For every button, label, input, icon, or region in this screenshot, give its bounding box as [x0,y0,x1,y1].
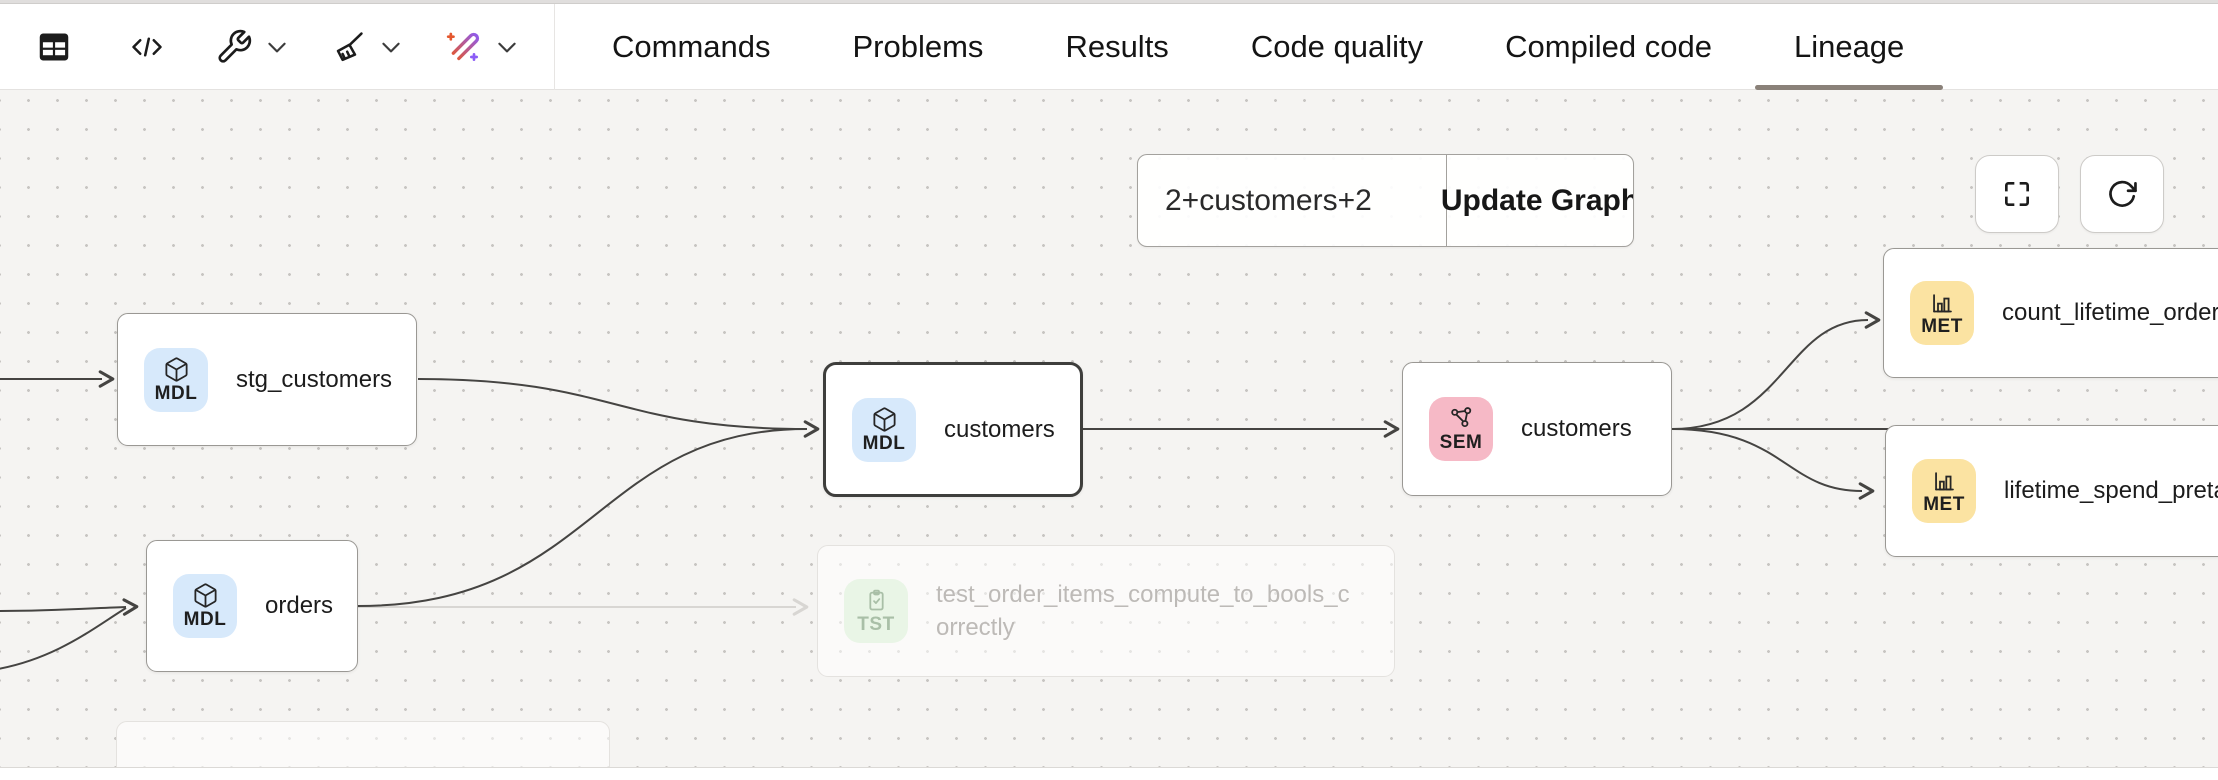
bar-chart-icon [1932,294,1952,313]
node-stg-customers[interactable]: MDL stg_customers [117,313,417,446]
chevron-down-icon[interactable] [264,34,290,60]
cube-icon [193,583,217,608]
selector-divider [1445,155,1447,246]
node-type-label: MDL [862,432,906,454]
node-test-order-items[interactable]: TST test_order_items_compute_to_bools_co… [817,545,1395,677]
bottom-panel-strip [0,768,2218,780]
network-icon [1450,407,1471,428]
editor-toolbar: Commands Problems Results Code quality C… [0,3,2218,90]
chevron-down-icon[interactable] [494,34,520,60]
node-label: count_lifetime_order [2002,299,2218,326]
lineage-selector: 2+customers+2 Update Graph [1137,154,1634,247]
window-top-strip [0,0,2218,4]
node-label: customers [944,415,1055,443]
tab-problems[interactable]: Problems [852,28,984,64]
node-customers-semantic[interactable]: SEM customers [1402,362,1672,496]
fullscreen-icon [2005,182,2029,206]
node-type-label: TST [857,614,895,635]
refresh-button[interactable] [2080,155,2164,233]
fit-view-button[interactable] [1975,155,2059,233]
node-type-label: MDL [154,382,198,404]
panel-tabs: Commands Problems Results Code quality C… [571,4,1945,90]
refresh-icon [2109,180,2137,207]
selector-input[interactable]: 2+customers+2 [1165,183,1372,217]
tab-compiled-code[interactable]: Compiled code [1505,28,1712,64]
lineage-canvas[interactable]: MDL stg_customers MDL orders MDL custome… [0,90,2218,768]
wrench-icon[interactable] [214,28,254,66]
node-lifetime-spend-pretax[interactable]: MET lifetime_spend_preta [1885,425,2218,557]
model-badge: MDL [173,574,237,638]
test-badge: TST [844,579,908,643]
node-label: lifetime_spend_preta [2004,477,2218,504]
node-count-lifetime-order[interactable]: MET count_lifetime_order [1883,248,2218,378]
magic-pencil-icon[interactable] [442,27,484,67]
node-type-label: MET [1923,494,1965,515]
semantic-badge: SEM [1429,397,1493,461]
metric-badge: MET [1912,459,1976,523]
tab-commands[interactable]: Commands [612,28,771,64]
node-type-label: MET [1921,316,1963,337]
node-type-label: SEM [1439,432,1483,453]
update-graph-button[interactable]: Update Graph [1441,155,1633,246]
model-badge: MDL [852,397,916,462]
cube-icon [872,406,896,432]
node-orders[interactable]: MDL orders [146,540,358,672]
node-label: stg_customers [236,365,393,393]
tab-lineage[interactable]: Lineage [1753,4,1945,90]
node-customers-model[interactable]: MDL customers [823,362,1083,497]
model-badge: MDL [144,347,208,412]
node-type-label: MDL [183,609,227,630]
bar-chart-icon [1934,472,1954,491]
clipboard-check-icon [868,589,884,611]
node-label: customers [1521,415,1632,442]
node-clipped-bottom[interactable] [116,721,610,767]
table-icon[interactable] [34,28,74,66]
toolbar-divider [554,3,555,90]
node-label: test_order_items_compute_to_bools_correc… [936,581,1350,641]
broom-icon[interactable] [328,28,368,66]
tab-results[interactable]: Results [1065,28,1169,64]
tab-code-quality[interactable]: Code quality [1250,28,1424,64]
cube-icon [164,356,188,382]
code-icon[interactable] [126,29,168,65]
metric-badge: MET [1910,281,1974,345]
node-label: orders [265,592,334,619]
chevron-down-icon[interactable] [378,34,404,60]
